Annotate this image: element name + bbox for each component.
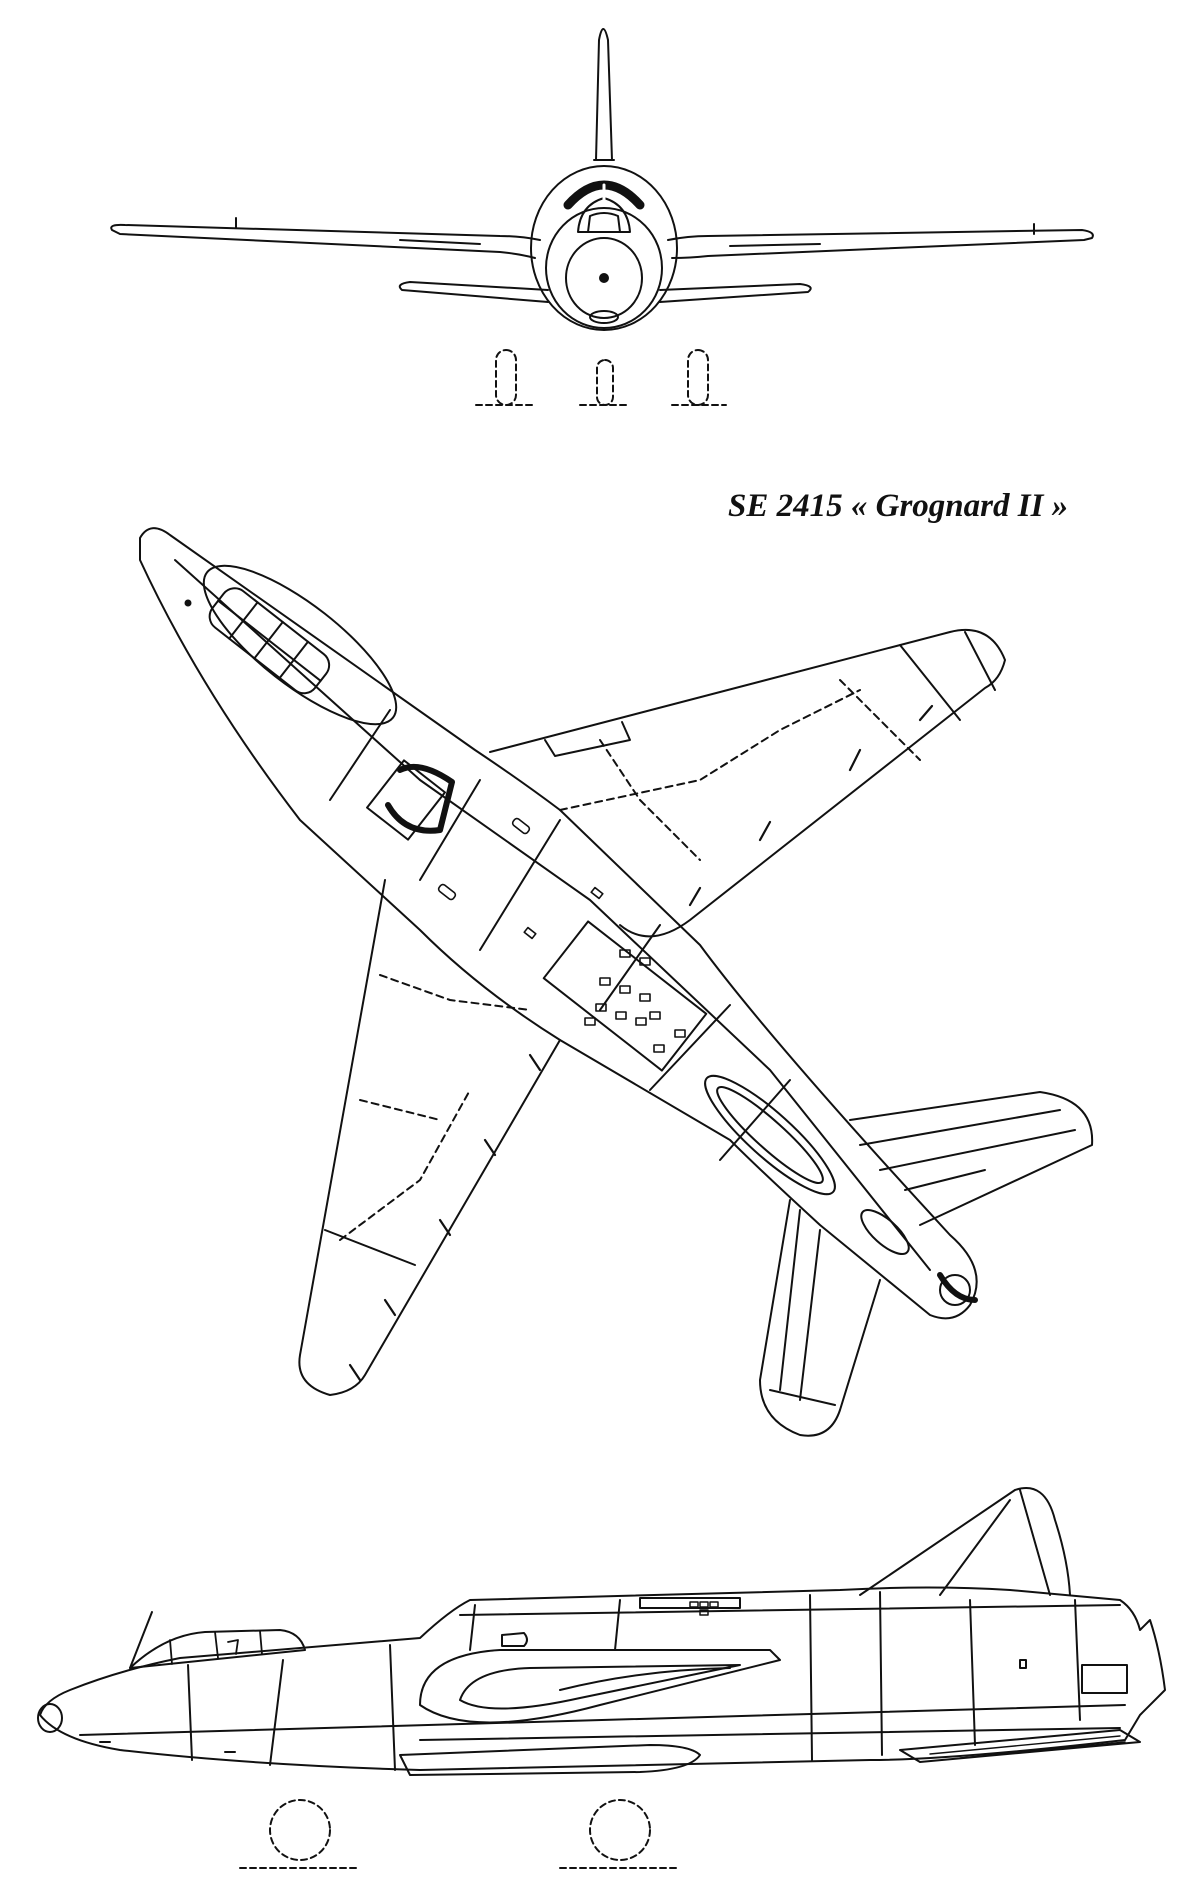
front-left-tailplane [400,282,548,302]
plan-right-wing-flap [545,722,630,756]
side-canopy-frames [170,1631,262,1664]
side-intake-inner [460,1665,740,1709]
aircraft-title: SE 2415 « Grognard II » [728,488,1069,524]
side-ventral-fairing [400,1745,700,1775]
side-pitot [130,1612,152,1668]
side-landing-gear [240,1800,680,1868]
side-fin-rudder [1020,1490,1050,1595]
side-canopy [130,1630,305,1668]
side-fuel-cap [502,1633,527,1646]
front-view [111,29,1093,405]
plan-fuselage [140,528,977,1318]
side-dorsal-panel [640,1598,740,1608]
side-intake-detail [560,1668,730,1690]
side-fin [860,1488,1070,1595]
plan-canopy-frames [204,583,335,699]
front-left-wing [111,225,540,258]
plan-pitot [186,601,191,606]
plan-right-wing-tip [965,632,995,690]
plan-right-aileron [900,645,960,720]
plan-rear-intake [692,1062,848,1208]
plan-tail-cone [940,1275,975,1300]
front-nose-cone [600,274,608,282]
front-fuselage [531,166,677,330]
side-small-port [1020,1660,1026,1668]
plan-left-wing-fences [350,1055,540,1380]
plan-centreline [175,560,930,1270]
side-frame-lines [80,1592,1125,1770]
plan-right-wing-details [560,680,920,860]
plan-left-aileron [325,1230,415,1265]
plan-left-tailplane [760,1200,880,1436]
plan-rear-intake-inner [709,1078,832,1192]
side-fuselage [40,1588,1165,1771]
plan-fittings [437,817,602,938]
plan-view [140,528,1092,1436]
plan-canopy [182,541,417,749]
plan-intake [388,767,452,831]
side-fin-fillet [940,1500,1010,1595]
plan-left-tail-details [770,1210,835,1405]
side-exhaust-streaks [930,1736,1125,1758]
plan-left-wing-details [340,975,530,1240]
side-small-marks [100,1742,235,1752]
side-nose-cap [38,1704,62,1732]
front-right-flap [730,244,820,246]
side-intake-outer [420,1650,780,1723]
side-view [38,1488,1165,1868]
front-left-flap [400,240,480,244]
front-seat [588,213,620,232]
side-spine [460,1605,1120,1615]
front-landing-gear [476,350,726,405]
plan-right-wing [490,630,1005,936]
side-airbrake [1082,1665,1127,1693]
plan-intake-box [367,760,445,839]
front-canopy [578,198,630,232]
front-right-tailplane [660,284,811,302]
front-lower-intake [590,311,618,323]
front-intake-ring [546,208,662,328]
plan-exhaust-ring [855,1203,916,1261]
plan-tail-cone-circle [940,1275,970,1305]
plan-right-tailplane [850,1092,1092,1225]
plan-equipment-panel [544,921,707,1070]
plan-panel-vents [585,950,685,1052]
plan-frame-lines [330,710,790,1160]
plan-right-tail-details [860,1110,1075,1190]
front-fin [596,29,612,160]
plan-right-wing-fences [690,706,932,905]
side-dorsal-vents [690,1602,718,1615]
front-right-wing [668,230,1093,258]
side-exhaust [900,1730,1140,1762]
front-intake-inner [566,238,642,318]
plan-left-wing [299,880,560,1395]
